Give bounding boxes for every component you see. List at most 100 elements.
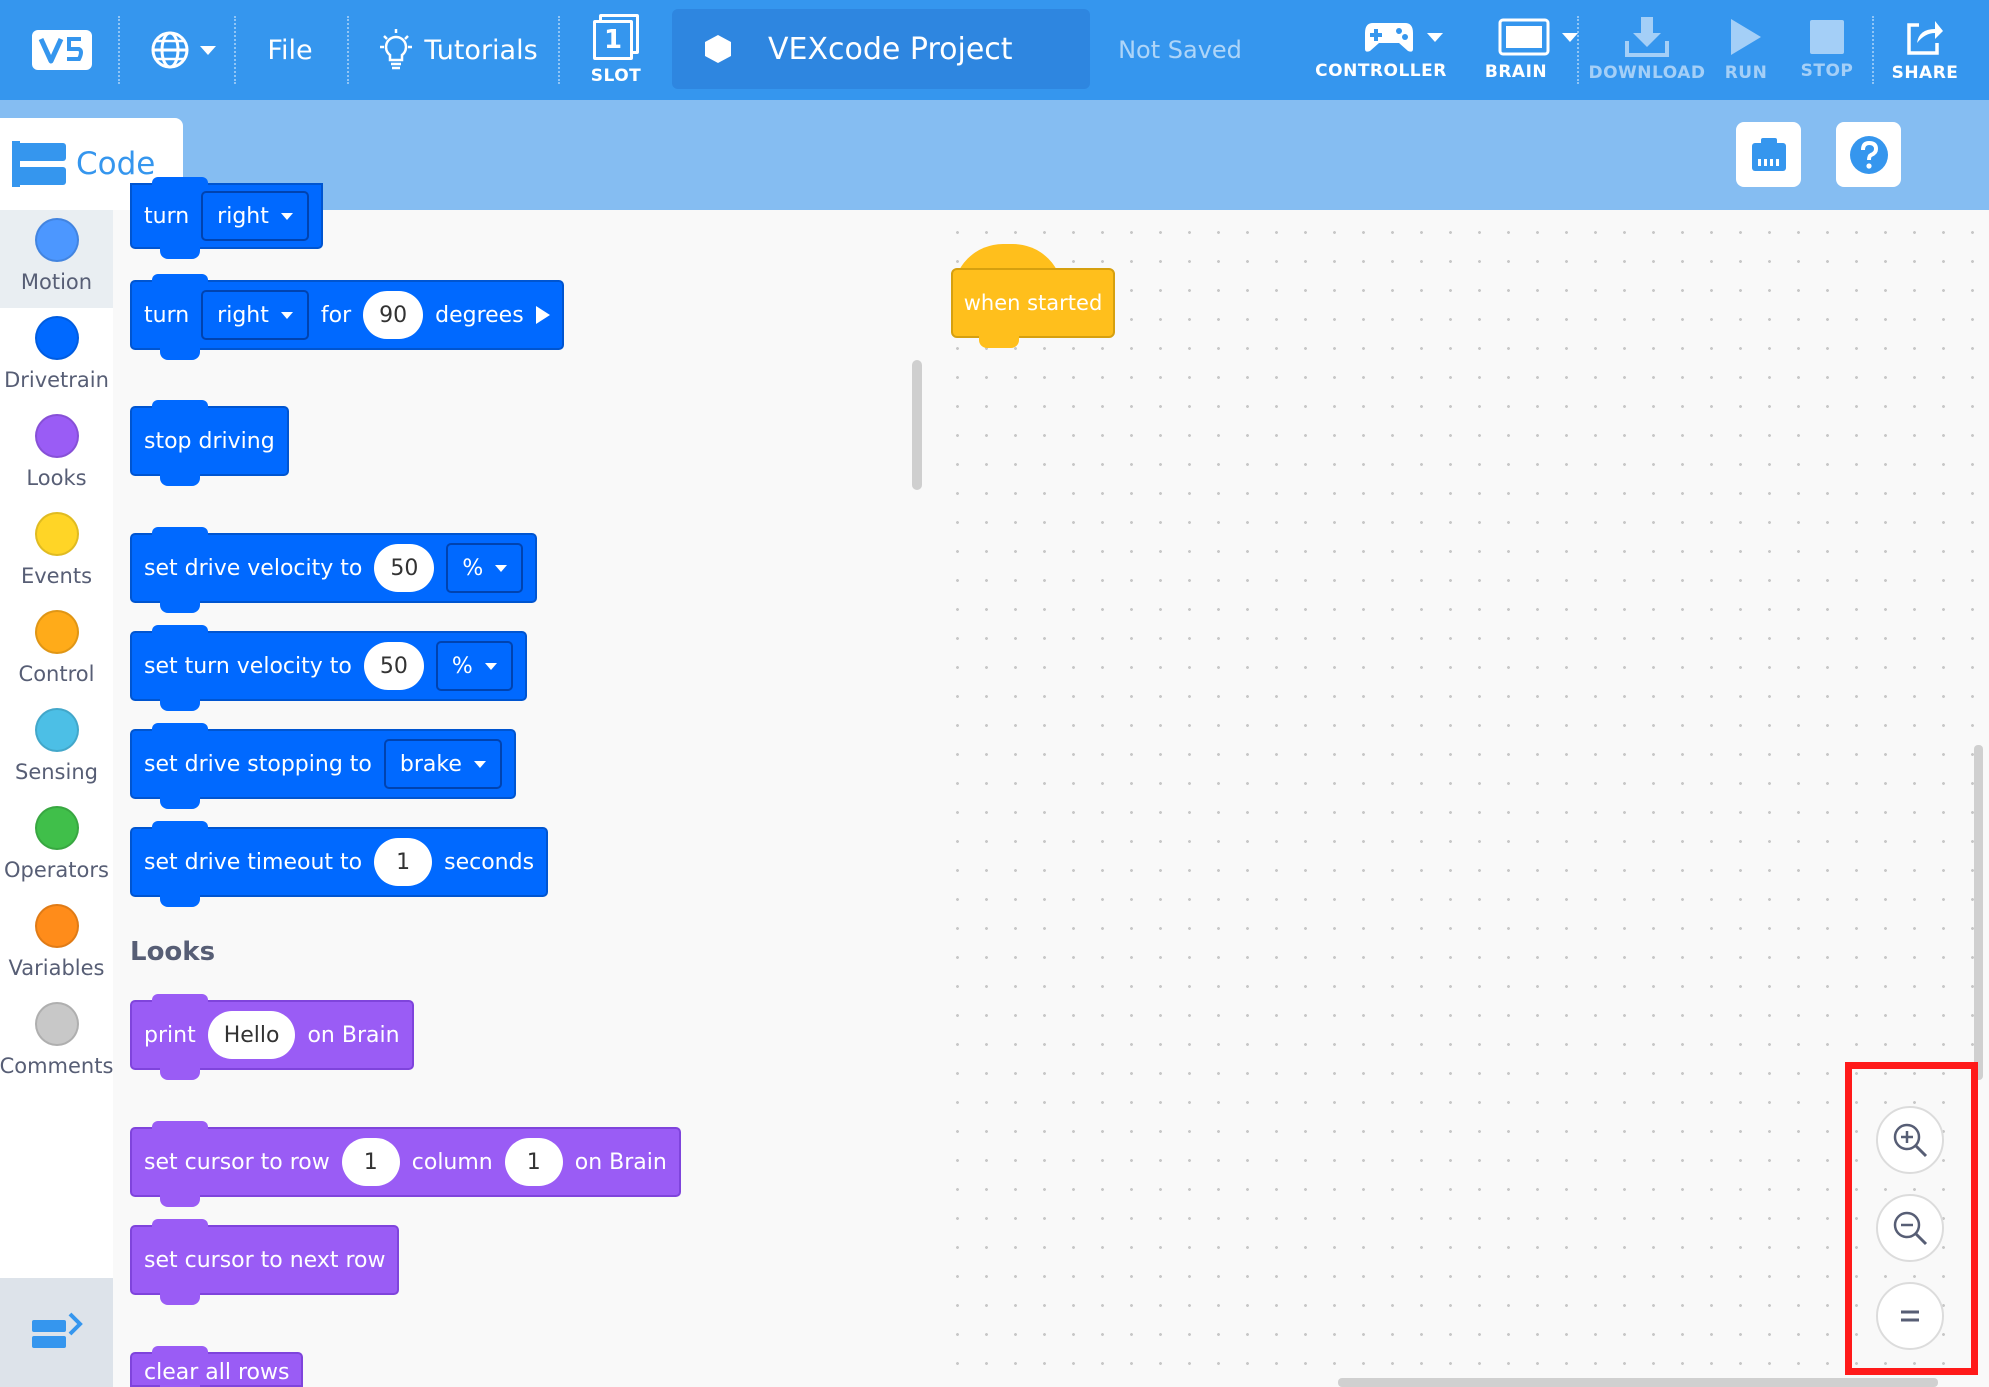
block-turn[interactable]: turn right [130,177,323,259]
save-status: Not Saved [1118,36,1242,64]
code-workspace[interactable] [935,210,1989,1387]
block-text: for [320,302,352,328]
block-set-drive-velocity[interactable]: set drive velocity to 50 % [130,527,538,613]
project-name: VEXcode Project [768,31,1013,67]
category-menu: Motion Drivetrain Looks Events Control S… [0,210,113,1387]
tutorials-button[interactable]: Tutorials [372,0,542,100]
zoom-reset-button[interactable] [1876,1282,1944,1350]
category-motion-label: Motion [20,270,93,294]
category-drivetrain[interactable]: Drivetrain [0,308,113,406]
share-button[interactable]: SHARE [1888,0,1962,100]
chevron-down-icon [495,564,508,572]
velocity-input[interactable]: 50 [363,642,424,690]
help-icon [1849,135,1888,174]
direction-dropdown[interactable]: right [201,290,309,340]
block-text: on Brain [307,1022,400,1048]
run-button[interactable]: RUN [1716,0,1776,100]
language-menu[interactable] [148,0,218,100]
category-comments[interactable]: Comments [0,994,113,1092]
share-icon [1907,21,1943,55]
block-text: set cursor to row [144,1149,330,1175]
category-comments-dot [34,1002,79,1046]
vex-logo[interactable] [30,0,94,100]
hat-block-connector [979,330,1019,348]
category-comments-label: Comments [0,1054,114,1078]
extensions-button[interactable] [0,1278,113,1387]
category-variables[interactable]: Variables [0,896,113,994]
block-set-drive-timeout[interactable]: set drive timeout to 1 seconds [130,821,549,907]
category-motion-dot [34,218,79,262]
block-set-cursor[interactable]: set cursor to row 1 column 1 on Brain [130,1121,681,1207]
top-menu-bar: File Tutorials 1 SLOT VEXcode Project No… [0,0,1989,100]
category-operators[interactable]: Operators [0,798,113,896]
category-events[interactable]: Events [0,504,113,602]
unit-dropdown[interactable]: % [446,543,524,593]
category-motion[interactable]: Motion [0,210,113,308]
share-label: SHARE [1891,63,1959,83]
stop-button[interactable]: STOP [1796,0,1858,100]
row-input[interactable]: 1 [341,1138,400,1186]
print-text-input[interactable]: Hello [207,1011,296,1059]
block-turn-for[interactable]: turn right for 90 degrees [130,274,564,360]
dropdown-value: brake [399,751,462,777]
block-text: set turn velocity to [144,653,352,679]
unit-dropdown[interactable]: % [435,641,513,691]
dropdown-value: right [217,302,269,328]
block-text: set drive timeout to [144,849,363,875]
block-stop-driving[interactable]: stop driving [130,400,289,486]
direction-dropdown[interactable]: right [201,191,309,241]
category-sensing-label: Sensing [15,760,98,784]
block-set-drive-stopping[interactable]: set drive stopping to brake [130,723,516,809]
zoom-in-button[interactable] [1876,1106,1944,1174]
devices-icon [1751,137,1786,171]
zoom-reset-icon [1901,1310,1919,1322]
dropdown-value: right [217,203,269,229]
chevron-down-icon [200,45,216,55]
category-sensing[interactable]: Sensing [0,700,113,798]
chevron-down-icon [1562,32,1578,42]
dropdown-value: % [451,653,473,679]
category-events-dot [34,512,79,556]
category-variables-dot [34,904,79,948]
controller-menu[interactable]: CONTROLLER [1315,0,1447,100]
brain-menu[interactable]: BRAIN [1466,0,1578,100]
block-print[interactable]: print Hello on Brain [130,994,414,1080]
palette-scrollbar[interactable] [912,360,922,490]
category-looks[interactable]: Looks [0,406,113,504]
vex-v5-logo-icon [32,30,92,70]
chevron-down-icon [1427,32,1443,42]
block-clear-rows[interactable]: clear all rows [130,1346,304,1387]
project-name-field[interactable]: VEXcode Project [672,9,1090,89]
controller-label: CONTROLLER [1315,61,1447,81]
stopping-dropdown[interactable]: brake [383,739,502,789]
slot-selector[interactable]: 1 SLOT [578,0,654,100]
workspace-vertical-scrollbar[interactable] [1974,745,1983,1080]
workspace-horizontal-scrollbar[interactable] [1338,1378,1938,1387]
category-sensing-dot [34,708,79,752]
help-button[interactable] [1836,122,1901,187]
category-control-label: Control [18,662,95,686]
stop-label: STOP [1800,61,1854,81]
block-text: set drive stopping to [144,751,372,777]
category-drivetrain-dot [34,316,79,360]
block-text: stop driving [144,428,275,454]
block-next-row[interactable]: set cursor to next row [130,1219,400,1305]
zoom-out-button[interactable] [1876,1194,1944,1262]
column-input[interactable]: 1 [504,1138,563,1186]
block-text: on Brain [574,1149,667,1175]
block-set-turn-velocity[interactable]: set turn velocity to 50 % [130,625,527,711]
timeout-input[interactable]: 1 [374,838,433,886]
devices-button[interactable] [1736,122,1801,187]
tutorials-label: Tutorials [424,34,538,66]
degrees-input[interactable]: 90 [363,291,424,339]
block-when-started[interactable]: when started [951,246,1115,338]
chevron-down-icon [280,212,293,220]
play-icon[interactable] [535,306,550,324]
slot-label: SLOT [590,66,642,86]
download-button[interactable]: DOWNLOAD [1588,0,1705,100]
velocity-input[interactable]: 50 [374,544,435,592]
file-menu[interactable]: File [267,34,313,66]
looks-section-heading: Looks [130,937,216,967]
code-blocks-icon [12,141,66,187]
category-control[interactable]: Control [0,602,113,700]
